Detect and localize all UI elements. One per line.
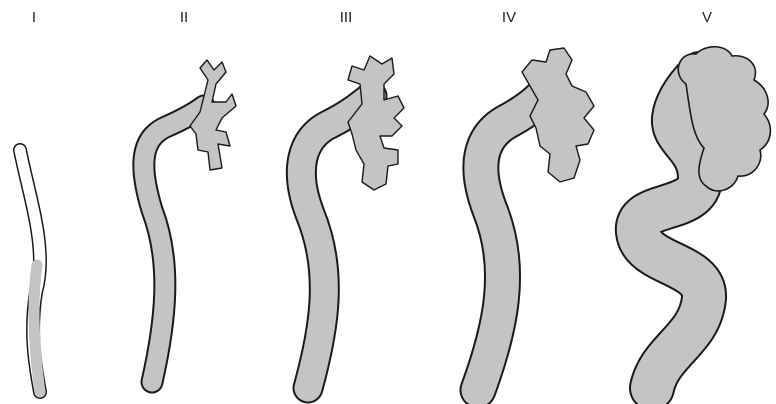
grade-3-pelvis — [348, 56, 404, 190]
grade-label-1: I — [32, 9, 36, 26]
grade-2-ureter-kidney — [144, 60, 236, 382]
grade-label-2: II — [180, 9, 188, 26]
grade-label-5: V — [702, 9, 712, 26]
grade-label-3: III — [340, 9, 353, 26]
grade-label-4: IV — [502, 9, 516, 26]
grade-3-ureter-kidney — [301, 56, 404, 388]
grade-1-ureter — [20, 150, 40, 392]
grade-5-ureter-kidney — [638, 47, 771, 388]
grade-4-ureter-kidney — [478, 48, 594, 390]
grade-4-pelvis — [522, 48, 594, 182]
